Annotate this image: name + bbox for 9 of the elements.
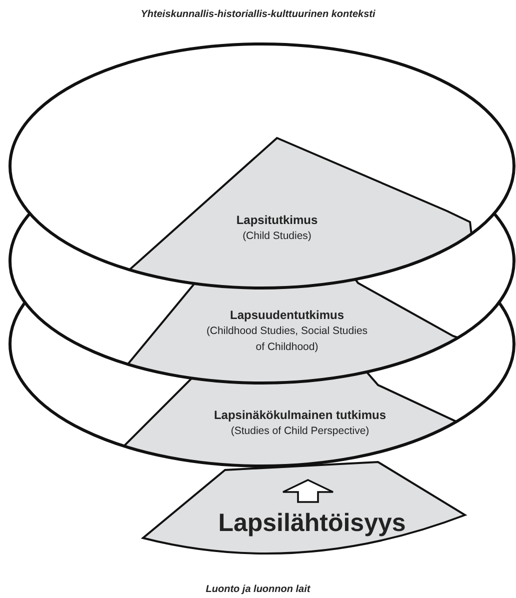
layer-title: Lapsinäkökulmainen tutkimus xyxy=(212,408,388,423)
layer-title: Lapsitutkimus xyxy=(235,213,319,228)
layer-subtitle: (Childhood Studies, Social Studies of Childhood) xyxy=(205,324,369,355)
diagram-title: Yhteiskunnallis-historiallis-kulttuurinen konteksti xyxy=(140,9,376,20)
layer-subtitle: (Studies of Child Perspective) xyxy=(230,424,370,439)
diagram-caption: Luonto ja luonnon lait xyxy=(204,584,312,595)
layer-title: Lapsuudentutkimus xyxy=(228,308,345,323)
layer-subtitle: (Child Studies) xyxy=(242,229,312,244)
layer-title: Lapsilähtöisyys xyxy=(217,508,407,538)
